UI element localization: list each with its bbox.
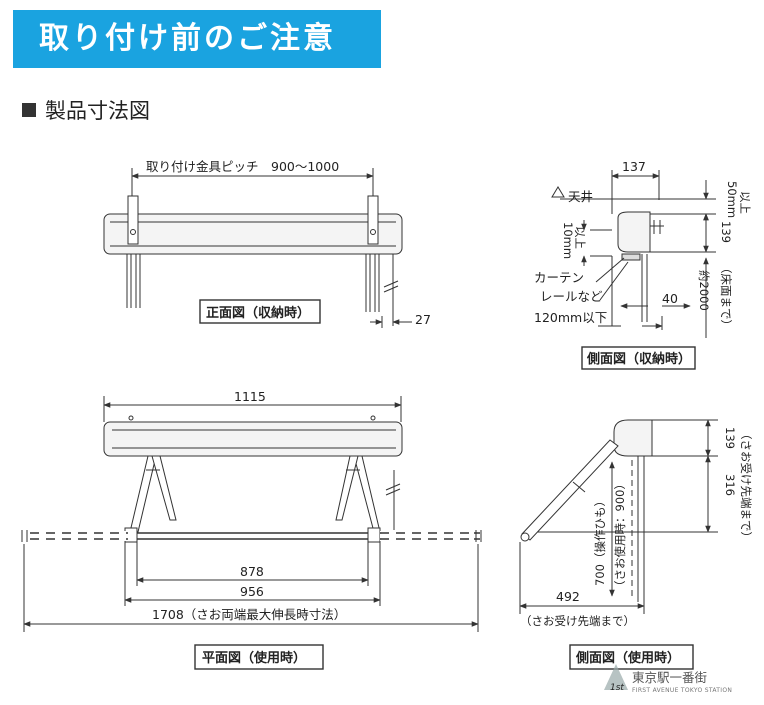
use-pole-use: （さお使用時：900） bbox=[613, 478, 627, 592]
side-view-stored bbox=[551, 170, 716, 370]
use-to-receiver-tip: （さお受け先端まで） bbox=[739, 428, 753, 543]
front-dim-27: 27 bbox=[415, 312, 431, 327]
front-pitch-label: 取り付け金具ピッチ 900～1000 bbox=[146, 159, 339, 174]
section-heading: 製品寸法図 bbox=[22, 96, 150, 126]
side-dim-137: 137 bbox=[622, 159, 646, 174]
watermark-sub: FIRST AVENUE TOKYO STATION bbox=[632, 687, 732, 694]
front-view-caption: 正面図（収納時） bbox=[206, 305, 310, 321]
curtain-rail-line-2: レールなど bbox=[540, 289, 603, 304]
logo-mark-icon bbox=[604, 664, 628, 690]
side-dim-40: 40 bbox=[662, 291, 678, 306]
use-dim-316: 316 bbox=[723, 474, 737, 496]
use-to-receiver-tip-2: （さお受け先端まで） bbox=[520, 614, 635, 628]
plan-view bbox=[21, 396, 482, 670]
watermark-name: 東京駅一番街 bbox=[632, 670, 707, 685]
title-banner: 取り付け前のご注意 bbox=[13, 10, 381, 68]
side-dim-2000: 約2000 bbox=[697, 270, 711, 311]
use-dim-492: 492 bbox=[556, 589, 580, 604]
side-dim-10mm: 10mm bbox=[561, 222, 575, 259]
curtain-rail-line-1: カーテン bbox=[534, 270, 584, 285]
side-use-caption: 側面図（使用時） bbox=[575, 650, 680, 666]
front-view bbox=[103, 168, 412, 328]
use-dim-139: 139 bbox=[723, 427, 737, 449]
side-above-2: 以上 bbox=[573, 226, 587, 249]
side-above-1: 以上 bbox=[738, 191, 752, 214]
plan-dim-1115: 1115 bbox=[234, 389, 266, 404]
side-dim-139: 139 bbox=[719, 221, 733, 243]
use-dim-700: 700（操作ひも） bbox=[593, 495, 607, 586]
plan-view-caption: 平面図（使用時） bbox=[202, 650, 306, 666]
side-stored-caption: 側面図（収納時） bbox=[586, 351, 691, 367]
watermark-logo: 1st 東京駅一番街 FIRST AVENUE TOKYO STATION bbox=[604, 664, 732, 694]
logo-mark-text: 1st bbox=[610, 683, 624, 693]
side-view-use bbox=[519, 419, 718, 670]
plan-dim-956: 956 bbox=[240, 584, 264, 599]
side-dim-50mm: 50mm bbox=[725, 181, 739, 218]
plan-dim-1708: 1708（さお両端最大伸長時寸法） bbox=[152, 607, 346, 622]
side-to-floor: （床面まで） bbox=[719, 262, 733, 331]
banner-title: 取り付け前のご注意 bbox=[39, 21, 336, 56]
square-bullet-icon bbox=[22, 103, 36, 117]
section-heading-text: 製品寸法図 bbox=[45, 99, 150, 123]
ceiling-label: 天井 bbox=[568, 189, 593, 204]
plan-dim-878: 878 bbox=[240, 564, 264, 579]
curtain-rail-line-3: 120mm以下 bbox=[534, 310, 607, 325]
